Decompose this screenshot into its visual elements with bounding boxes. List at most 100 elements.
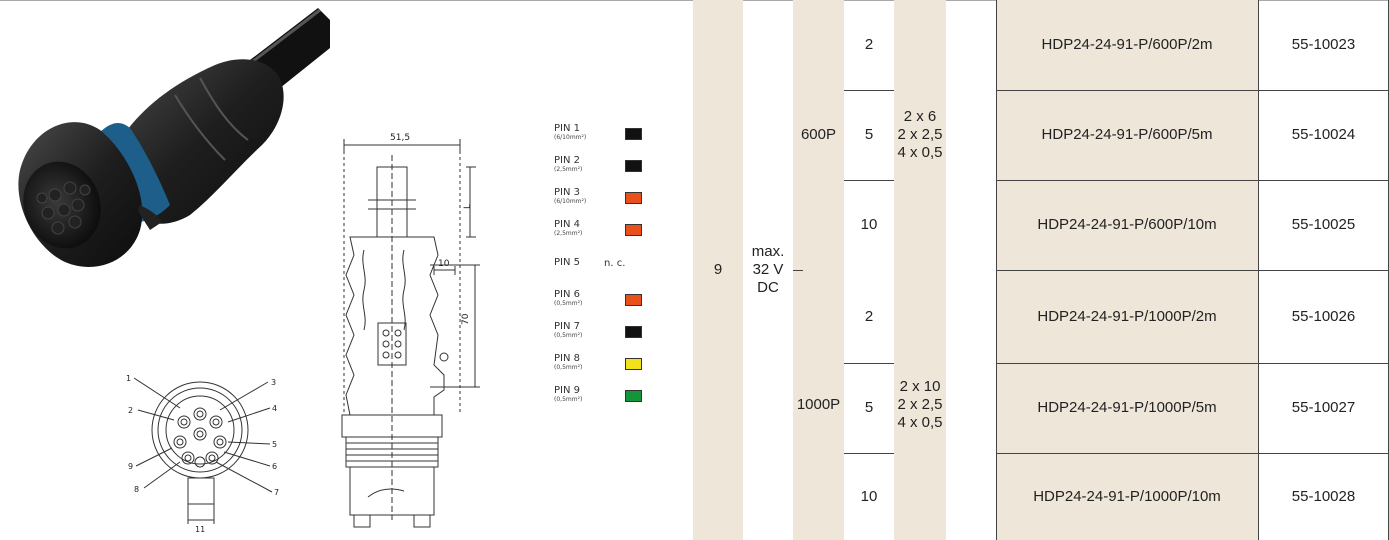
voltage-line: 32 V [752, 261, 784, 278]
grid-line [996, 363, 1389, 364]
pin-label: PIN 4 [554, 219, 581, 230]
pin-row: PIN 8 (0,5mm²) [554, 354, 664, 374]
cross-section-line: 2 x 2,5 [897, 396, 943, 413]
pin-row: PIN 5 n. c. [554, 258, 664, 278]
grid-line [844, 363, 894, 364]
face-pin-1: 1 [126, 374, 131, 383]
pin-row: PIN 7 (0,5mm²) [554, 322, 664, 342]
article-code: 55-10027 [1291, 399, 1356, 416]
length-value: 2 [864, 36, 874, 53]
article-code-cell: 55-10024 [1258, 90, 1389, 180]
pin-row: PIN 9 (0,5mm²) [554, 386, 664, 406]
pin-color-swatch [625, 326, 642, 338]
pin-not-connected: n. c. [604, 258, 626, 269]
face-pin-8: 8 [134, 485, 139, 494]
article-code-cell: 55-10028 [1258, 453, 1389, 540]
connector-face-drawing: 1 2 3 4 5 6 7 8 9 11 [126, 374, 279, 534]
pin-color-swatch [625, 358, 642, 370]
pin-wire-size: (0,5mm²) [554, 396, 583, 403]
product-name: HDP24-24-91-P/600P/10m [1037, 216, 1217, 233]
pin-wire-size: (0,5mm²) [554, 300, 583, 307]
cross-section-cell-600p: 2 x 6 2 x 2,5 4 x 0,5 [894, 0, 946, 270]
pin-label: PIN 2 [554, 155, 581, 166]
pin-color-swatch [625, 390, 642, 402]
grid-line [844, 453, 894, 454]
length-value: 10 [860, 216, 878, 233]
pin-wire-size: (2,5mm²) [554, 166, 583, 173]
cross-section-line: 2 x 10 [899, 378, 941, 395]
product-name-cell: HDP24-24-91-P/1000P/10m [996, 453, 1258, 540]
article-code-cell: 55-10027 [1258, 363, 1389, 453]
face-pin-5: 5 [272, 440, 277, 449]
length-value: 10 [860, 487, 878, 505]
face-width-label: 11 [195, 525, 205, 534]
product-name-cell: HDP24-24-91-P/1000P/2m [996, 270, 1258, 363]
product-name-cell: HDP24-24-91-P/600P/2m [996, 0, 1258, 90]
height-dimension-label: 70 [461, 313, 471, 325]
article-code: 55-10025 [1291, 216, 1356, 233]
face-pin-6: 6 [272, 462, 277, 471]
length-cell: 2 [844, 270, 894, 363]
grid-line [996, 90, 1389, 91]
pin-label: PIN 7 [554, 321, 581, 332]
cross-section-line: 4 x 0,5 [897, 414, 943, 431]
pin-row: PIN 4 (2,5mm²) [554, 220, 664, 240]
product-name: HDP24-24-91-P/600P/5m [1041, 126, 1213, 143]
pin-label: PIN 1 [554, 123, 581, 134]
face-pin-9: 9 [128, 462, 133, 471]
spec-table: 9 max. 32 V DC 600P 1000P 2 5 10 2 5 10 … [693, 0, 1389, 540]
pin-label: PIN 8 [554, 353, 581, 364]
type-cell-1000p: 1000P [793, 270, 844, 540]
product-name: HDP24-24-91-P/600P/2m [1041, 36, 1213, 53]
face-pin-7: 7 [274, 488, 279, 497]
product-name: HDP24-24-91-P/1000P/2m [1037, 307, 1217, 325]
grid-line [996, 270, 1389, 271]
article-code-cell: 55-10023 [1258, 0, 1389, 90]
article-code: 55-10023 [1291, 36, 1356, 53]
cross-section-line: 2 x 2,5 [897, 126, 943, 143]
pin-color-swatch [625, 224, 642, 236]
article-code-cell: 55-10025 [1258, 180, 1389, 270]
pin-wire-size: (2,5mm²) [554, 230, 583, 237]
pin-row: PIN 3 (6/10mm²) [554, 188, 664, 208]
grid-line [844, 180, 894, 181]
pin-wire-size: (0,5mm²) [554, 332, 583, 339]
pin-color-swatch [625, 160, 642, 172]
length-value: 5 [864, 126, 874, 143]
pin-label: PIN 3 [554, 187, 581, 198]
connector-side-drawing: 51,5 L 10 70 [341, 133, 480, 528]
article-code-cell: 55-10026 [1258, 270, 1389, 363]
article-code: 55-10024 [1291, 126, 1356, 143]
poles-cell: 9 [693, 0, 743, 540]
face-pin-2: 2 [128, 406, 133, 415]
pin-color-swatch [625, 294, 642, 306]
pin-row: PIN 2 (2,5mm²) [554, 156, 664, 176]
grid-line [996, 180, 1389, 181]
pin-label: PIN 6 [554, 289, 581, 300]
connector-photo [18, 8, 330, 267]
voltage-line: DC [757, 279, 779, 296]
offset-dimension-label: 10 [438, 259, 450, 269]
product-name-cell: HDP24-24-91-P/600P/10m [996, 180, 1258, 270]
grid-line [996, 453, 1389, 454]
voltage-line: max. [751, 243, 785, 260]
length-cell: 10 [844, 453, 894, 540]
product-name: HDP24-24-91-P/1000P/10m [1033, 487, 1221, 505]
empty-column [946, 0, 996, 540]
length-value: 5 [864, 399, 874, 416]
pin-row: PIN 6 (0,5mm²) [554, 290, 664, 310]
cross-section-line: 4 x 0,5 [897, 144, 943, 161]
pin-row: PIN 1 (6/10mm²) [554, 124, 664, 144]
cross-section-cell-1000p: 2 x 10 2 x 2,5 4 x 0,5 [894, 270, 946, 540]
pin-label: PIN 9 [554, 385, 581, 396]
pin-color-swatch [625, 128, 642, 140]
face-pin-4: 4 [272, 404, 277, 413]
length-cell: 2 [844, 0, 894, 90]
product-name-cell: HDP24-24-91-P/600P/5m [996, 90, 1258, 180]
voltage-cell: max. 32 V DC [743, 0, 793, 540]
pin-color-swatch [625, 192, 642, 204]
article-code: 55-10026 [1291, 307, 1356, 325]
cross-section-line: 2 x 6 [903, 108, 937, 125]
length-dimension-label: L [463, 204, 473, 209]
pin-label: PIN 5 [554, 257, 581, 268]
